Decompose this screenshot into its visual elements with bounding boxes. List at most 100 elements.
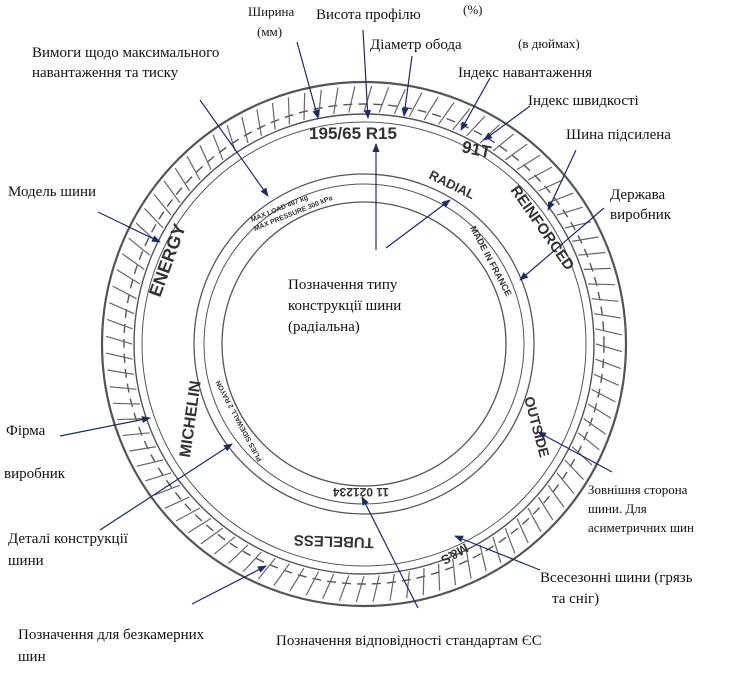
tread-tick [504, 527, 516, 554]
arrow-construction-radial [385, 199, 451, 249]
arrow-all-season [454, 535, 541, 571]
tread-tick [438, 101, 455, 125]
arrow-rim [401, 55, 413, 117]
arrow-max-load [199, 99, 269, 197]
tread-tick [372, 575, 380, 602]
marking-size: 195/65 R15 [309, 124, 397, 143]
label-max-load-2: навантаження та тиску [32, 65, 179, 81]
tread-tick [466, 551, 472, 579]
tread-tick [122, 432, 150, 437]
tread-tick [128, 237, 151, 256]
marking-radial: RADIAL [427, 167, 478, 202]
tread-tick [109, 386, 137, 390]
tread-tick [578, 251, 606, 256]
tread-tick [378, 86, 390, 113]
marking-outside: OUTSIDE [521, 395, 553, 459]
arrow-speed-index [483, 105, 531, 141]
tread-tick [348, 86, 356, 113]
arrow-brand [59, 416, 151, 437]
tread-tick [242, 551, 262, 573]
bead-ring-outer [193, 173, 535, 515]
tread-tick [271, 102, 276, 130]
tread-tick [593, 373, 619, 386]
tread-pattern [105, 85, 623, 603]
tread-tick [187, 517, 212, 534]
label-width-unit: (мм) [257, 24, 283, 39]
label-load-index: Індекс навантаження [458, 65, 593, 81]
tread-tick [241, 116, 249, 144]
label-tire-model: Модель шини [8, 184, 97, 200]
tread-tick [595, 358, 622, 370]
tread-tick [136, 459, 164, 467]
tread-tick [213, 536, 236, 555]
tread-tick [577, 432, 600, 451]
tread-band-inner [133, 113, 595, 575]
sidewall-markings: 195/65 R15 91T RADIAL REINFORCED MADE IN… [145, 124, 578, 568]
tread-tick [322, 573, 335, 599]
marking-brand: MICHELIN [177, 380, 205, 459]
tread-tick [595, 343, 623, 353]
tread-tick [588, 283, 616, 286]
tread-tick [107, 369, 135, 375]
tread-tick [273, 563, 290, 587]
tread-tick [492, 536, 502, 563]
tread-tick [145, 472, 172, 482]
label-all-season-1: Всесезонні шини (грязь [540, 570, 693, 586]
label-construction-type-1: Позначення типу [288, 277, 398, 293]
label-construction-type-3: (радіальна) [288, 319, 360, 335]
arrow-width [296, 41, 320, 119]
leader-arrows [59, 29, 613, 609]
tread-tick [106, 352, 133, 360]
label-tubeless-2: шин [18, 649, 46, 665]
label-rim-diameter: Діаметр обода [370, 37, 462, 53]
tread-tick [504, 143, 528, 161]
arrow-details [99, 443, 233, 531]
tread-tick [466, 115, 486, 137]
tread-tick [199, 144, 212, 170]
label-all-season-2: та сніг) [552, 591, 600, 607]
label-outside-1: Зовнішня сторона [588, 482, 688, 497]
tread-tick [564, 459, 584, 481]
tread-tick [527, 507, 542, 533]
tread-tick [153, 193, 172, 216]
tread-tick [422, 568, 425, 596]
tread-tick [116, 269, 141, 285]
tread-band-outer [123, 103, 605, 585]
label-percent: (%) [463, 2, 483, 17]
label-brand-2: виробник [4, 466, 66, 482]
label-country-2: виробник [610, 207, 672, 223]
marking-load-speed: 91T [460, 137, 493, 162]
tire-outer-edge [100, 80, 628, 608]
label-speed-index: Індекс швидкості [528, 93, 639, 109]
label-tubeless-1: Позначення для безкамерних [18, 627, 205, 643]
tread-tick [164, 496, 190, 509]
label-construction-type-2: конструкції шини [288, 298, 402, 314]
tread-tick [163, 180, 181, 204]
arrow-load-index [460, 77, 491, 131]
tread-tick [305, 571, 320, 596]
tread-tick [423, 96, 439, 121]
tread-tick [408, 92, 423, 117]
tread-tick [289, 567, 305, 592]
label-country-1: Держава [610, 187, 666, 203]
tread-tick [338, 575, 350, 602]
tread-tick [587, 403, 612, 419]
tread-tick [571, 236, 599, 242]
marking-made-in: MADE IN FRANCE [468, 224, 513, 298]
tread-tick [479, 544, 487, 572]
tread-tick [333, 87, 339, 115]
tread-tick [318, 89, 322, 117]
sidewall-ring [141, 121, 587, 567]
tread-tick [591, 298, 619, 302]
tread-tick [452, 108, 471, 131]
tread-tick [593, 313, 621, 319]
tread-tick [175, 507, 201, 522]
tread-tick [516, 154, 541, 171]
marking-model: ENERGY [145, 221, 190, 299]
tread-tick [438, 563, 441, 591]
tread-tick [452, 558, 457, 586]
tread-tick [527, 166, 553, 181]
tread-tick [303, 92, 306, 120]
